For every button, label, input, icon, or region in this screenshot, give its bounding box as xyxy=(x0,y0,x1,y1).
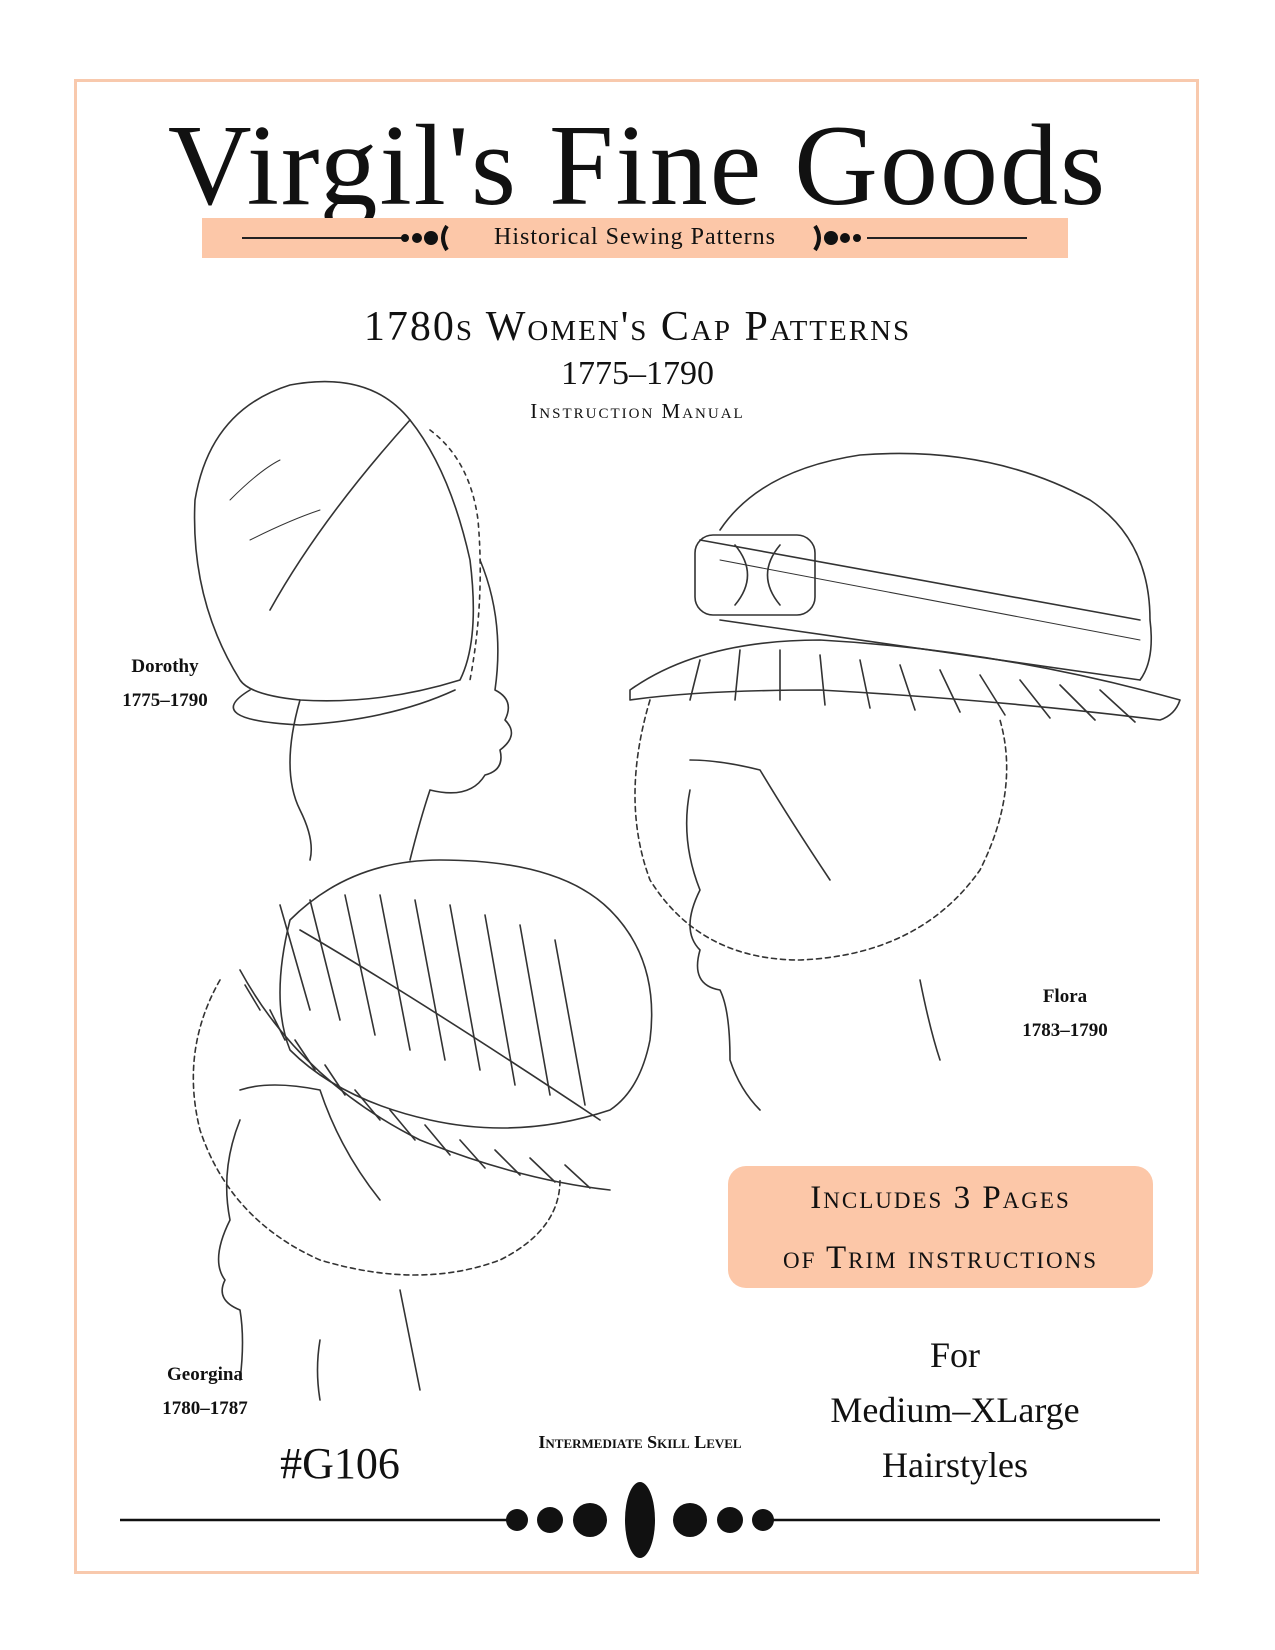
ornament-right-icon xyxy=(813,224,861,252)
cap-years: 1775–1790 xyxy=(122,690,208,711)
tagline-banner: Historical Sewing Patterns xyxy=(202,218,1068,258)
page-title: 1780s Women's Cap Patterns xyxy=(363,304,912,350)
fit-line-2: Medium–XLarge xyxy=(830,1390,1080,1430)
fit-info: For Medium–XLarge Hairstyles xyxy=(780,1328,1130,1493)
fit-line-3: Hairstyles xyxy=(882,1445,1028,1485)
cap-years: 1780–1787 xyxy=(162,1398,248,1419)
cap-name: Dorothy xyxy=(131,656,199,677)
cap-label-dorothy: Dorothy 1775–1790 xyxy=(100,650,230,718)
skill-level: Intermediate Skill Level xyxy=(538,1432,742,1452)
fit-line-1: For xyxy=(929,1335,980,1375)
subtitle: Instruction Manual xyxy=(530,399,745,423)
pattern-number: #G106 xyxy=(280,1439,400,1488)
trim-callout: Includes 3 Pages of Trim instructions xyxy=(728,1166,1153,1288)
flora-illustration-icon xyxy=(629,452,1181,1111)
georgina-illustration-icon xyxy=(192,859,653,1401)
page-frame xyxy=(74,79,1199,1574)
cap-name: Flora xyxy=(1042,986,1088,1007)
dorothy-illustration-icon xyxy=(193,380,513,861)
tagline-text: Historical Sewing Patterns xyxy=(494,224,776,250)
footer-ornament-icon xyxy=(120,1482,1160,1558)
banner-rule-right xyxy=(867,237,1027,239)
banner-rule-left xyxy=(242,237,402,239)
cap-name: Georgina xyxy=(167,1364,243,1385)
cap-years: 1783–1790 xyxy=(1022,1020,1108,1041)
callout-line-2: of Trim instructions xyxy=(782,1240,1099,1276)
brand-title: Virgil's Fine Goods xyxy=(167,102,1108,230)
title-years: 1775–1790 xyxy=(561,355,714,392)
cap-label-georgina: Georgina 1780–1787 xyxy=(140,1358,270,1426)
ornament-left-icon xyxy=(401,224,449,252)
callout-line-1: Includes 3 Pages xyxy=(810,1180,1071,1216)
cap-label-flora: Flora 1783–1790 xyxy=(1000,980,1130,1048)
